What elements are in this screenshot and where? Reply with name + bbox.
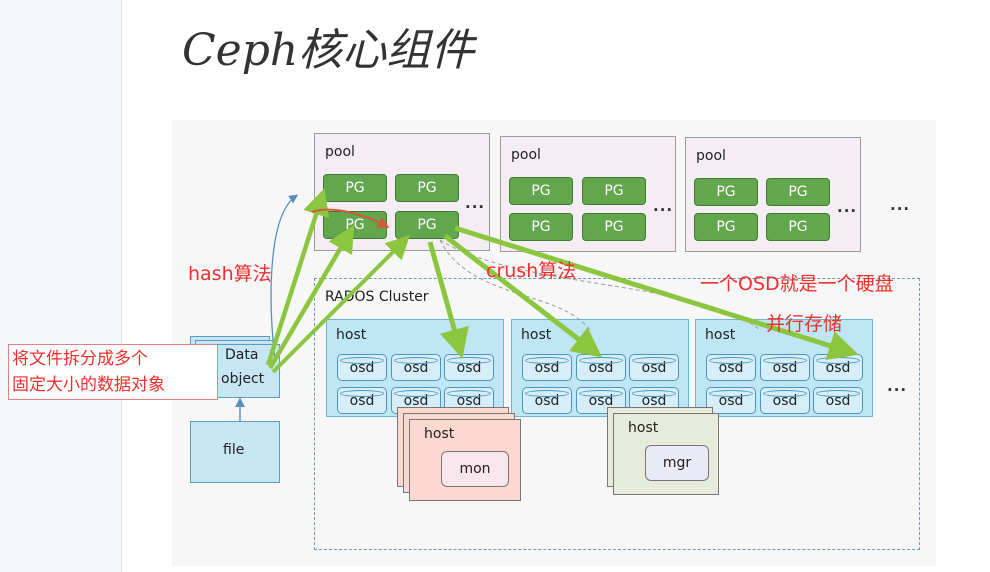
pool-3: pool PG PG PG PG ...	[685, 137, 861, 252]
slide-title: Ceph核心组件	[182, 25, 475, 76]
pg-block: PG	[323, 174, 387, 202]
osd-disk-annotation: 一个OSD就是一个硬盘	[700, 273, 894, 295]
pg-block: PG	[766, 178, 830, 206]
osd-disk: osd	[522, 354, 572, 381]
hash-arrow	[265, 188, 330, 366]
file-document: file	[190, 421, 280, 483]
sidebar-strip	[0, 0, 122, 572]
ellipsis: ...	[890, 196, 911, 214]
pg-block: PG	[694, 178, 758, 206]
crush-annotation: crush算法	[486, 260, 577, 282]
osd-disk: osd	[760, 387, 810, 414]
host-box: host osd osd osd osd osd osd	[326, 319, 504, 417]
pool-2: pool PG PG PG PG ...	[500, 136, 676, 252]
pg-block: PG	[509, 213, 573, 241]
host-label: host	[521, 327, 552, 343]
ellipsis: ...	[887, 377, 908, 395]
crush-arrow	[454, 225, 859, 361]
mgr-component: mgr	[645, 445, 709, 481]
pool-label: pool	[511, 147, 541, 163]
osd-disk: osd	[522, 387, 572, 414]
split-callout-line1: 将文件拆分成多个	[12, 349, 148, 369]
host-label: host	[336, 327, 367, 343]
pg-block: PG	[582, 213, 646, 241]
ellipsis: ...	[837, 198, 858, 216]
pg-block: PG	[582, 177, 646, 205]
pg-block: PG	[509, 177, 573, 205]
split-file-callout: 将文件拆分成多个 固定大小的数据对象	[8, 344, 218, 400]
file-label: file	[223, 442, 245, 458]
pg-block: PG	[694, 213, 758, 241]
hash-arrow	[271, 234, 411, 374]
osd-disk: osd	[706, 387, 756, 414]
data-object-label-line2: object	[221, 371, 265, 387]
mon-component: mon	[441, 451, 509, 487]
osd-disk: osd	[760, 354, 810, 381]
osd-disk: osd	[629, 354, 679, 381]
osd-disk: osd	[706, 354, 756, 381]
split-callout-line2: 固定大小的数据对象	[12, 375, 165, 395]
crush-arrow	[427, 241, 469, 359]
rados-cluster: RADOS Cluster host osd osd osd osd osd o…	[314, 278, 920, 550]
osd-disk: osd	[337, 387, 387, 414]
host-label: host	[628, 420, 659, 436]
pg-block: PG	[766, 213, 830, 241]
pg-block: PG	[395, 174, 459, 202]
pool-label: pool	[325, 144, 355, 160]
object-to-pg-flow	[270, 194, 299, 361]
mon-host: host mon	[409, 419, 521, 501]
pg-to-osd-dashed	[439, 239, 591, 331]
hash-arrow	[268, 225, 355, 370]
osd-disk: osd	[813, 387, 863, 414]
ellipsis: ...	[465, 194, 486, 212]
ceph-architecture-diagram: pool PG PG PG PG ... pool PG PG PG PG ..…	[172, 120, 936, 566]
osd-disk: osd	[391, 354, 441, 381]
ellipsis: ...	[653, 197, 674, 215]
pg-to-pg-arrow	[311, 208, 390, 228]
osd-disk: osd	[337, 354, 387, 381]
pg-block: PG	[395, 211, 459, 239]
parallel-annotation: 并行存储	[766, 313, 843, 335]
crush-arrow	[443, 234, 603, 358]
data-object-label-line1: Data	[225, 347, 259, 363]
host-label: host	[705, 327, 736, 343]
mgr-host: host mgr	[613, 413, 719, 495]
host-label: host	[424, 426, 455, 442]
pool-label: pool	[696, 148, 726, 164]
hash-annotation: hash算法	[188, 263, 272, 285]
